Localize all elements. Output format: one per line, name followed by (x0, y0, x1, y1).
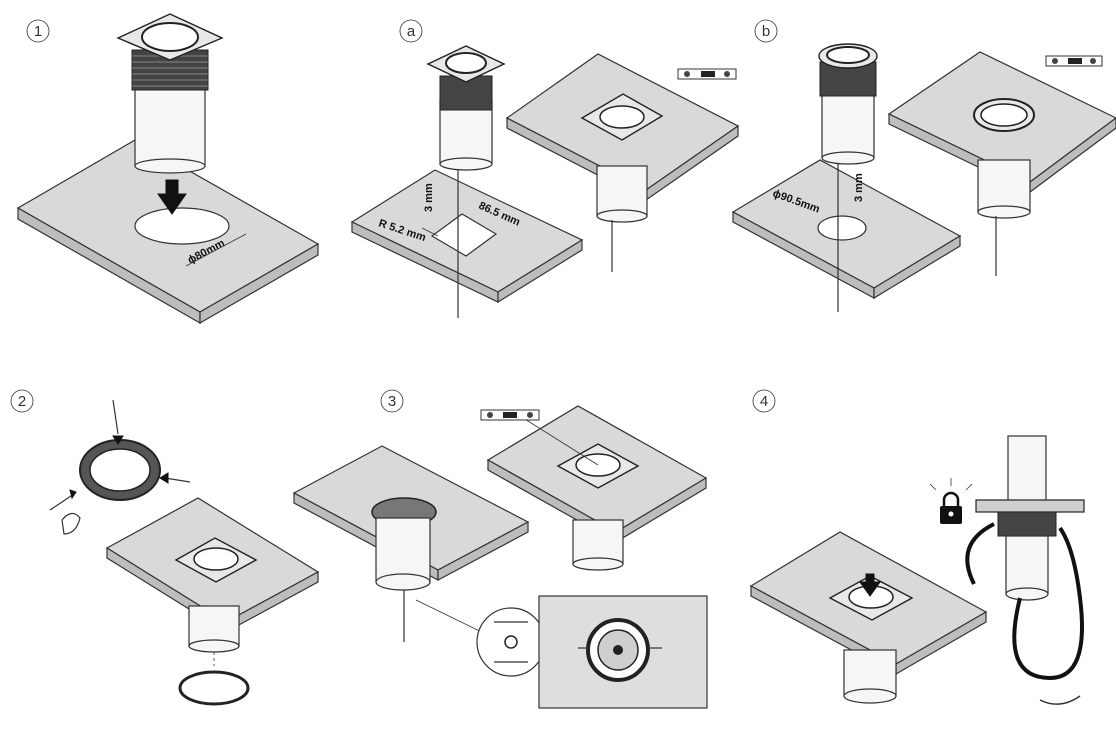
step-b-housing (818, 43, 878, 312)
depth-3mm-label-b: 3 mm (853, 173, 865, 202)
step-a-housing (426, 45, 506, 318)
step-3-label: 3 (380, 389, 404, 413)
step-a-label: a (399, 19, 423, 43)
step-1-housing (116, 13, 224, 174)
clamp-ring (49, 399, 191, 535)
step-2-plate (105, 497, 320, 706)
svg-text:2: 2 (18, 393, 26, 410)
svg-text:3: 3 (388, 393, 396, 410)
lock-icon (929, 478, 973, 524)
step-3-plate-underside (292, 445, 530, 642)
svg-text:1: 1 (34, 23, 42, 40)
step-a-installed-plate (505, 53, 740, 272)
step-b-installed-plate (887, 51, 1116, 276)
step-1-label: 1 (26, 19, 50, 43)
step-3-installed-plate (486, 405, 708, 571)
step-4-label: 4 (752, 389, 776, 413)
spirit-level-icon-3 (480, 409, 540, 421)
detail-callout (415, 595, 708, 709)
step-1-plate (16, 139, 320, 325)
step-4-plate (749, 531, 988, 704)
depth-3mm-label-a: 3 mm (423, 183, 435, 212)
svg-text:b: b (762, 23, 770, 40)
spirit-level-icon (677, 68, 737, 80)
svg-text:4: 4 (760, 393, 768, 410)
spirit-level-icon-b (1045, 55, 1103, 67)
arrow-down-icon (157, 179, 187, 215)
step-a-plate-cutout (350, 169, 584, 304)
arrow-down-icon-4 (859, 573, 881, 597)
step-b-plate-cutout (731, 159, 962, 300)
svg-text:a: a (407, 23, 416, 40)
step-4-side-view (965, 435, 1085, 705)
step-2-label: 2 (10, 389, 34, 413)
step-b-label: b (754, 19, 778, 43)
